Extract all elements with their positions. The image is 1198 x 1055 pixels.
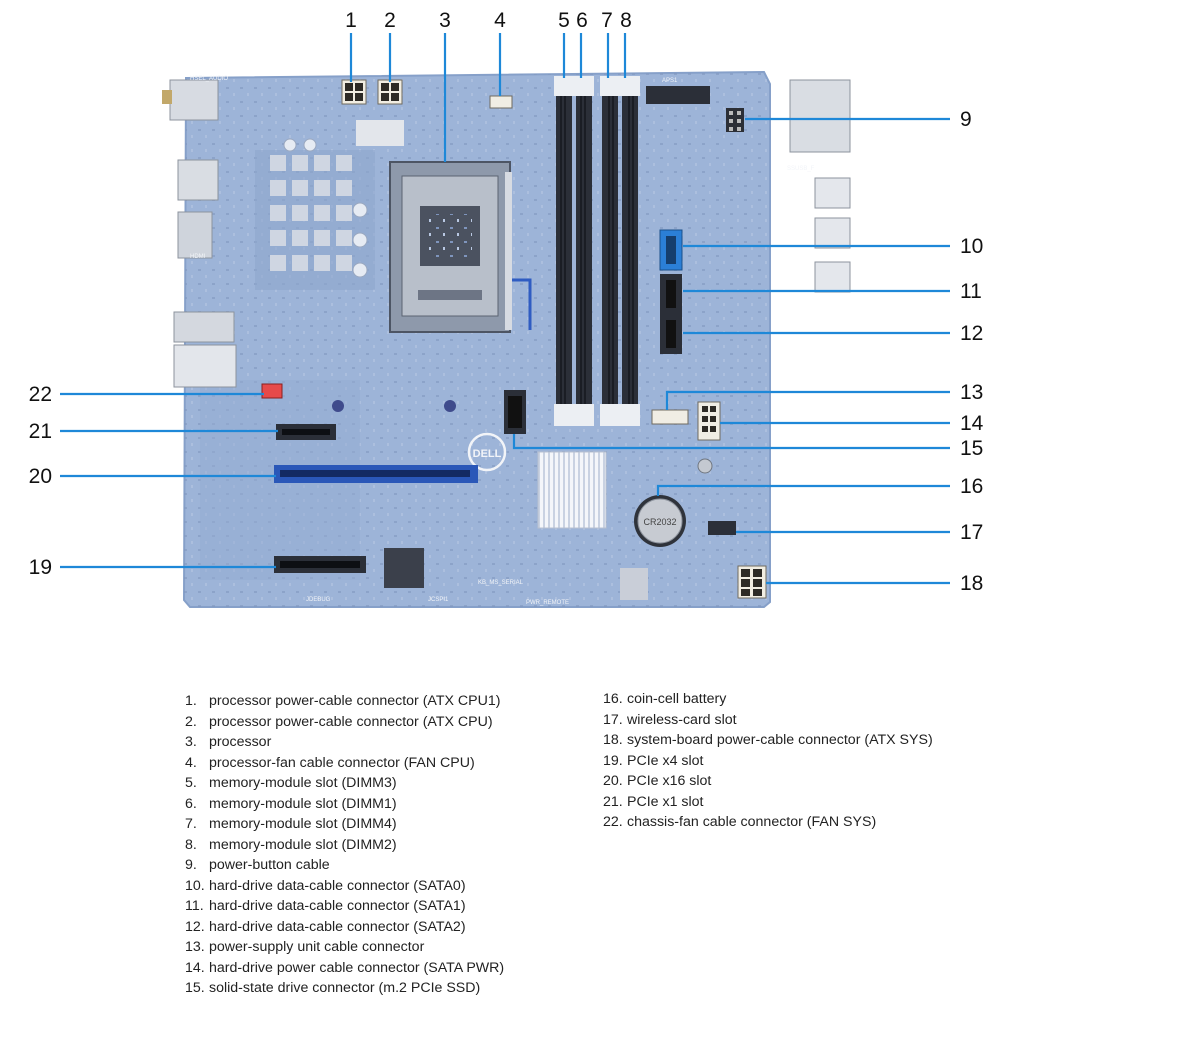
dimm-slots (554, 76, 640, 426)
callout-6: 6 (576, 9, 588, 32)
callout-20: 20 (29, 465, 52, 488)
dimm1-slot (574, 76, 594, 426)
callout-15: 15 (960, 437, 983, 460)
legend-item: 12.hard-drive data-cable connector (SATA… (185, 918, 466, 935)
front-io-ports (789, 79, 851, 293)
legend-item: 13.power-supply unit cable connector (185, 939, 425, 955)
legend-item: 14.hard-drive power cable connector (SAT… (185, 959, 505, 976)
legend-item: 15.solid-state drive connector (m.2 PCIe… (185, 980, 481, 996)
legend-item: 2.processor power-cable connector (ATX C… (185, 713, 493, 730)
legend-item: 9.power-button cable (185, 857, 330, 873)
callout-2: 2 (384, 9, 396, 32)
legend-left: 1.processor power-cable connector (ATX C… (185, 691, 504, 999)
callout-numbers: 1 2 3 4 5 6 7 8 9 10 11 12 13 14 15 16 1… (29, 9, 984, 595)
silkscreen-labels: HSEL_AUDIO APS1 HDMI SSUSB_F KB_MS_SERIA… (190, 76, 815, 606)
dimm4-slot (600, 76, 620, 426)
legend-item: 19.PCIe x4 slot (603, 752, 704, 769)
leader-lines (60, 33, 950, 585)
svg-text:HDMI: HDMI (190, 254, 206, 260)
dimm2-slot (620, 76, 640, 426)
legend-item: 18.system-board power-cable connector (A… (603, 732, 933, 748)
svg-text:SSUSB_F: SSUSB_F (787, 166, 815, 172)
callout-5: 5 (558, 9, 570, 32)
callout-9: 9 (960, 108, 972, 131)
legend-item: 5.memory-module slot (DIMM3) (185, 775, 397, 791)
legend-item: 20.PCIe x16 slot (603, 773, 712, 789)
callout-18: 18 (960, 572, 983, 595)
svg-text:DELL: DELL (473, 448, 502, 460)
pcie-x4-slot (274, 556, 366, 573)
svg-text:JCSPI1: JCSPI1 (428, 597, 449, 603)
callout-13: 13 (960, 381, 983, 404)
processor-socket (389, 161, 532, 333)
callout-11: 11 (960, 280, 982, 303)
coin-cell-battery: CR2032 (634, 495, 686, 547)
sata2-connector (660, 314, 682, 354)
misc-chips (332, 86, 713, 600)
dell-logo: DELL (467, 432, 507, 472)
legend-item: 11.hard-drive data-cable connector (SATA… (185, 898, 466, 914)
sata-pwr-connector (697, 401, 721, 441)
sata0-connector (659, 229, 683, 271)
svg-text:APS1: APS1 (662, 78, 678, 84)
legend-item: 8.memory-module slot (DIMM2) (185, 836, 397, 853)
legend-right: 16.coin-cell battery 17.wireless-card sl… (603, 689, 933, 833)
power-button-header (726, 108, 744, 132)
fan-cpu-connector (489, 95, 513, 109)
callout-3: 3 (439, 9, 451, 32)
callout-19: 19 (29, 556, 52, 579)
legend-item: 22.chassis-fan cable connector (FAN SYS) (603, 814, 877, 830)
psu-cable-connector (651, 409, 689, 425)
svg-text:KB_MS_SERIAL: KB_MS_SERIAL (478, 580, 524, 586)
rear-io-ports (162, 79, 237, 388)
svg-text:CR2032: CR2032 (643, 517, 676, 527)
svg-text:HSEL_AUDIO: HSEL_AUDIO (190, 76, 228, 82)
callout-22: 22 (29, 383, 52, 406)
dimm3-slot (554, 76, 574, 426)
atx-cpu-connector (377, 79, 403, 105)
legend-item: 6.memory-module slot (DIMM1) (185, 795, 397, 812)
callout-1: 1 (345, 9, 357, 32)
wireless-card-slot (708, 521, 736, 535)
legend-item: 21.PCIe x1 slot (603, 793, 704, 810)
sata1-connector (660, 274, 682, 314)
svg-text:JDEBUG: JDEBUG (306, 597, 331, 603)
callout-21: 21 (29, 420, 52, 443)
callout-16: 16 (960, 475, 983, 498)
legend-item: 1.processor power-cable connector (ATX C… (185, 693, 501, 709)
pcie-x16-slot (274, 465, 478, 483)
callout-14: 14 (960, 412, 984, 435)
m2-ssd-connector (504, 390, 526, 434)
chipset-heatsink (537, 451, 607, 529)
fan-sys-connector (261, 383, 283, 399)
legend-item: 17.wireless-card slot (603, 711, 737, 728)
atx-sys-connector (737, 565, 767, 599)
svg-text:PWR_REMOTE: PWR_REMOTE (526, 600, 569, 606)
legend-item: 3.processor (185, 734, 272, 750)
callout-4: 4 (494, 9, 506, 32)
callout-17: 17 (960, 521, 983, 544)
callout-10: 10 (960, 235, 983, 258)
vrm-chokes (270, 138, 368, 278)
legend-item: 4.processor-fan cable connector (FAN CPU… (185, 754, 475, 771)
legend-item: 16.coin-cell battery (603, 691, 727, 707)
legend-item: 10.hard-drive data-cable connector (SATA… (185, 877, 466, 894)
callout-7: 7 (601, 9, 613, 32)
atx-cpu1-connector (341, 79, 367, 105)
callout-8: 8 (620, 9, 632, 32)
legend-item: 7.memory-module slot (DIMM4) (185, 816, 397, 832)
system-board-diagram: DELL CR2032 (29, 9, 984, 608)
callout-12: 12 (960, 322, 983, 345)
pcie-x1-slot (276, 424, 336, 440)
